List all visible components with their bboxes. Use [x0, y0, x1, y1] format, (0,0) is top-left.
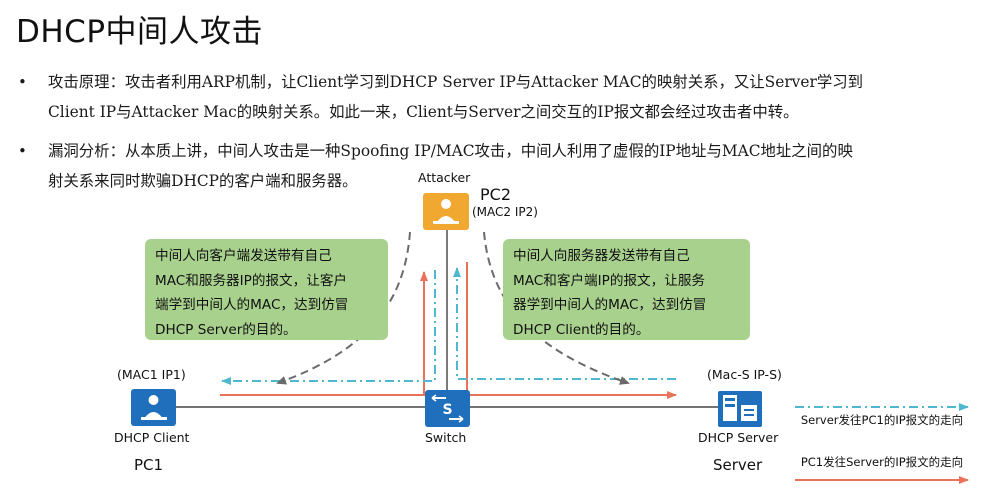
legend-server-to-pc1: Server发往PC1的IP报文的走向 [800, 413, 964, 427]
callout-line: MAC和客户端IP的报文，让服务 [513, 272, 706, 289]
bullet-analysis: • 漏洞分析：从本质上讲，中间人攻击是一种Spoofing IP/MAC攻击，中… [18, 136, 984, 196]
callout-line: 中间人向客户端发送带有自己 [155, 248, 332, 264]
client-addr-label: (MAC1 IP1) [117, 367, 186, 382]
callout-line: 中间人向服务器发送带有自己 [513, 248, 690, 264]
bullet-dot: • [18, 73, 27, 91]
server-role-label: DHCP Server [698, 430, 779, 445]
callout-line: DHCP Client的目的。 [513, 321, 650, 338]
server-name-label: Server [713, 456, 763, 474]
bullet-analysis-line2: 射关系来同时欺骗DHCP的客户端和服务器。 [48, 172, 358, 190]
legend-pc1-to-server: PC1发往Server的IP报文的走向 [800, 455, 964, 469]
attacker-pc-icon [423, 193, 469, 230]
callout-line: 器学到中间人的MAC，达到仿冒 [513, 297, 707, 313]
callout-spoof-server: 中间人向服务器发送带有自己 MAC和客户端IP的报文，让服务 器学到中间人的MA… [503, 239, 750, 340]
server-icon [718, 391, 762, 427]
client-pc-icon [131, 389, 176, 426]
svg-text:S: S [442, 402, 452, 418]
bullet-analysis-line1: 漏洞分析：从本质上讲，中间人攻击是一种Spoofing IP/MAC攻击，中间人… [48, 142, 853, 160]
cyan-arrow-attacker-to-client [221, 270, 436, 385]
bullet-principle: • 攻击原理：攻击者利用ARP机制，让Client学习到DHCP Server … [18, 67, 984, 127]
callout-line: MAC和服务器IP的报文，让客户 [155, 272, 348, 289]
switch-icon: S [425, 390, 470, 427]
client-role-label: DHCP Client [114, 430, 190, 445]
attacker-addr-label: (MAC2 IP2) [472, 205, 538, 219]
callout-line: 端学到中间人的MAC，达到仿冒 [155, 297, 349, 313]
callout-line: DHCP Server的目的。 [155, 321, 297, 338]
cyan-arrow-server-up [453, 267, 676, 380]
page-title: DHCP中间人攻击 [16, 14, 264, 50]
red-arrow-client-up [220, 271, 428, 396]
switch-label: Switch [425, 430, 467, 445]
attacker-role-label: Attacker [418, 170, 471, 185]
bullet-dot: • [18, 142, 27, 160]
bullet-principle-line2: Client IP与Attacker Mac的映射关系。如此一来，Client与… [48, 103, 799, 121]
attacker-name-label: PC2 [480, 185, 511, 204]
server-addr-label: (Mac-S IP-S) [707, 367, 782, 382]
bullet-principle-line1: 攻击原理：攻击者利用ARP机制，让Client学习到DHCP Server IP… [48, 73, 864, 91]
client-name-label: PC1 [134, 456, 164, 474]
callout-spoof-client: 中间人向客户端发送带有自己 MAC和服务器IP的报文，让客户 端学到中间人的MA… [145, 239, 388, 340]
